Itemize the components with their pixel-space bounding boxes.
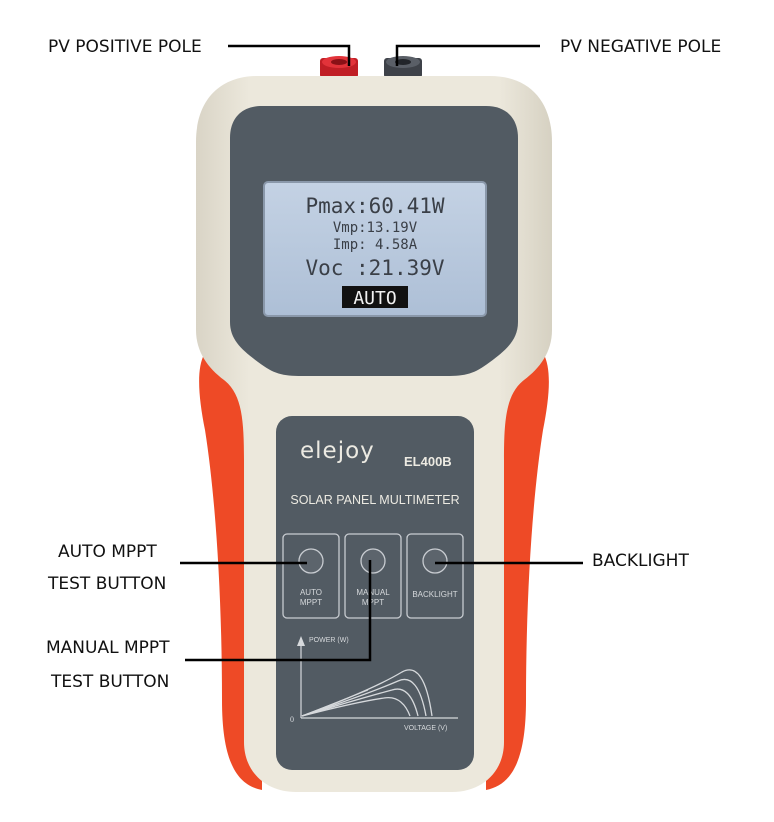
manual-button-label-1: MANUAL [356,588,390,597]
pv-positive-leader [228,44,351,66]
auto-button-label-1: AUTO [300,588,322,597]
graph-origin: 0 [290,715,294,724]
manual-mppt-button[interactable]: MANUAL MPPT [344,533,402,619]
callout-lines [180,44,583,662]
pv-negative-terminal[interactable] [384,56,422,78]
auto-mppt-label-line1: AUTO MPPT [58,542,157,562]
pv-curve-graphic: POWER (W) VOLTAGE (V) 0 [290,636,458,732]
device-name: SOLAR PANEL MULTIMETER [290,493,459,507]
graph-x-label: VOLTAGE (V) [404,725,447,732]
lcd-mode: AUTO [353,288,396,309]
lcd-mode-highlight [342,286,408,308]
pv-negative-label: PV NEGATIVE POLE [560,37,722,57]
backlight-button-label: BACKLIGHT [412,590,457,599]
pv-positive-terminal[interactable] [320,56,358,78]
lcd-vmp: Vmp:13.19V [333,220,418,236]
manual-mppt-leader [185,560,372,662]
auto-button-label-2: MPPT [300,598,322,607]
brand-logo: elejoy [300,438,375,464]
auto-mppt-label-line2: TEST BUTTON [48,574,167,594]
auto-mppt-button[interactable]: AUTO MPPT [282,533,340,619]
manual-mppt-label-line1: MANUAL MPPT [46,638,170,658]
lcd-display [263,181,487,317]
backlight-label: BACKLIGHT [592,551,689,571]
backlight-button[interactable]: BACKLIGHT [406,533,464,619]
control-panel [276,416,474,770]
manual-button-label-2: MPPT [362,598,384,607]
lcd-pmax: Pmax:60.41W [305,194,444,218]
manual-mppt-label-line2: TEST BUTTON [51,672,170,692]
model-number: EL400B [404,454,452,469]
graph-y-label: POWER (W) [309,637,349,644]
lcd-imp: Imp: 4.58A [333,237,418,253]
pv-positive-label: PV POSITIVE POLE [48,37,202,57]
pv-negative-leader [395,44,540,66]
lcd-voc: Voc :21.39V [305,256,444,280]
